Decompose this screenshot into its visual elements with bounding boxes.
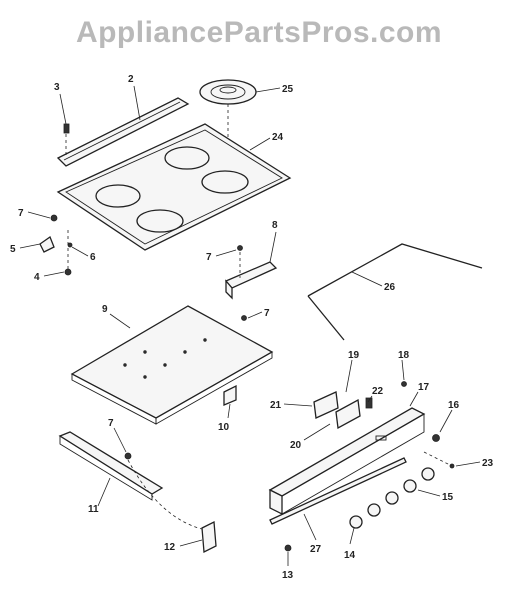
callout-19: 19 <box>348 350 360 361</box>
control-knobs-part <box>349 467 435 529</box>
callout-2: 2 <box>128 74 134 85</box>
callout-5: 5 <box>10 244 16 255</box>
callout-12: 12 <box>164 542 176 553</box>
callout-24: 24 <box>272 132 284 143</box>
terminal-block-part <box>313 381 407 430</box>
screw-part <box>284 544 292 552</box>
callout-4: 4 <box>34 272 40 283</box>
callout-20: 20 <box>290 440 302 451</box>
callout-13: 13 <box>282 570 294 581</box>
callout-27: 27 <box>310 544 322 555</box>
callout-10: 10 <box>218 422 230 433</box>
callout-7-lower: 7 <box>108 418 114 429</box>
callout-18: 18 <box>398 350 410 361</box>
clip-bracket-part <box>201 520 217 554</box>
front-trim-part <box>58 431 207 531</box>
callout-22: 22 <box>372 386 384 397</box>
left-bracket-part <box>39 214 73 276</box>
shield-panel-part <box>70 305 274 425</box>
callout-16: 16 <box>448 400 460 411</box>
wire-harness-part <box>307 243 483 341</box>
callout-7-upper: 7 <box>206 252 212 263</box>
callout-26: 26 <box>384 282 396 293</box>
callout-23: 23 <box>482 458 494 469</box>
rear-trim-strip-part <box>56 97 190 167</box>
callout-9: 9 <box>102 304 108 315</box>
cooktop-part <box>56 123 292 251</box>
callout-15: 15 <box>442 492 454 503</box>
callout-7-mid: 7 <box>264 308 270 319</box>
callout-25: 25 <box>282 84 294 95</box>
leader-lines <box>19 85 481 566</box>
callout-14: 14 <box>344 550 356 561</box>
callout-21: 21 <box>270 400 282 411</box>
watermark: AppliancePartsPros.com <box>75 16 443 49</box>
callout-8: 8 <box>272 220 278 231</box>
control-panel-part <box>268 407 426 525</box>
callout-11: 11 <box>88 504 99 515</box>
callout-3: 3 <box>54 82 60 93</box>
callout-6: 6 <box>90 252 96 263</box>
right-screws-part <box>423 434 455 469</box>
right-bracket-part <box>224 245 278 321</box>
callout-17: 17 <box>418 382 430 393</box>
callout-7-left: 7 <box>18 208 24 219</box>
